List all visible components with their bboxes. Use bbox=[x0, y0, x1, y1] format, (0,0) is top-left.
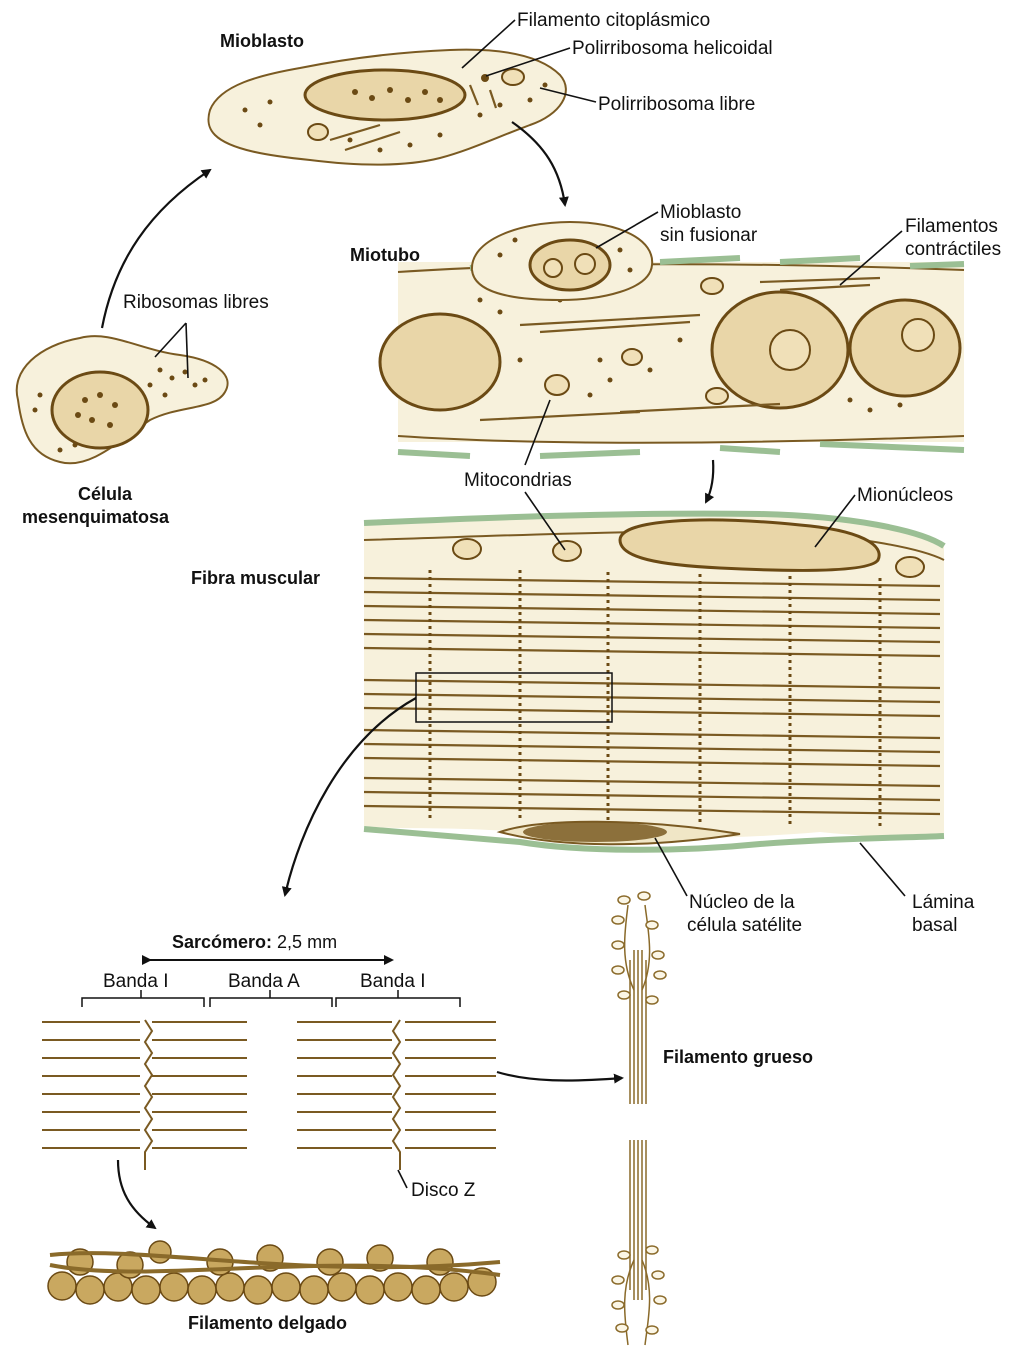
label-sarcomero: Sarcómero: 2,5 mm bbox=[172, 932, 337, 952]
label-polirribosoma-libre: Polirribosoma libre bbox=[598, 94, 755, 115]
label-filamento-delgado: Filamento delgado bbox=[188, 1313, 347, 1333]
label-mionucleos: Mionúcleos bbox=[857, 485, 953, 506]
label-miotubo: Miotubo bbox=[350, 245, 420, 265]
myotube bbox=[380, 222, 964, 456]
label-lamina-basal-2: basal bbox=[912, 915, 957, 936]
label-mioblasto: Mioblasto bbox=[220, 31, 304, 51]
muscle-fiber bbox=[364, 512, 944, 850]
label-fibra-muscular: Fibra muscular bbox=[191, 568, 320, 588]
label-celula-mesenquimatosa-2: mesenquimatosa bbox=[22, 507, 170, 527]
label-banda-i-left: Banda I bbox=[103, 971, 169, 992]
label-filamento-citoplasmico: Filamento citoplásmico bbox=[517, 10, 710, 31]
label-mioblasto-sin-fusionar-1: Mioblasto bbox=[660, 202, 741, 223]
label-banda-i-right: Banda I bbox=[360, 971, 426, 992]
label-mitocondrias: Mitocondrias bbox=[464, 470, 572, 491]
label-nucleo-satelite-2: célula satélite bbox=[687, 915, 802, 936]
label-filamento-grueso: Filamento grueso bbox=[663, 1047, 813, 1067]
thin-filament bbox=[48, 1241, 500, 1304]
label-ribosomas-libres: Ribosomas libres bbox=[123, 292, 269, 313]
label-mioblasto-sin-fusionar-2: sin fusionar bbox=[660, 225, 758, 246]
label-lamina-basal-1: Lámina bbox=[912, 892, 975, 913]
label-nucleo-satelite-1: Núcleo de la bbox=[689, 892, 795, 913]
label-polirribosoma-helicoidal: Polirribosoma helicoidal bbox=[572, 38, 773, 59]
thick-filament-top bbox=[612, 892, 666, 1104]
label-celula-mesenquimatosa-1: Célula bbox=[78, 484, 133, 504]
thick-filament-bottom bbox=[612, 1140, 666, 1345]
label-banda-a: Banda A bbox=[228, 971, 300, 992]
label-filamentos-contractiles-2: contráctiles bbox=[905, 239, 1001, 260]
label-disco-z: Disco Z bbox=[411, 1180, 476, 1201]
mesenchymal-cell bbox=[17, 336, 228, 463]
label-filamentos-contractiles-1: Filamentos bbox=[905, 216, 998, 237]
